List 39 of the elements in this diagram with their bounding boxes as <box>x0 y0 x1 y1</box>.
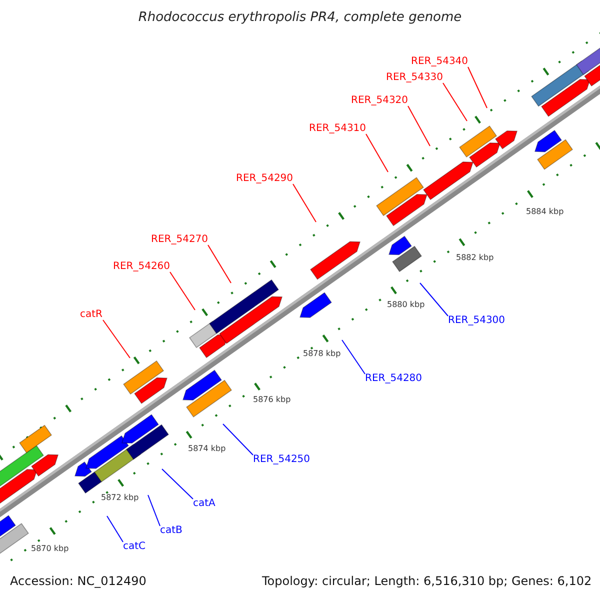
leader-line <box>366 134 388 172</box>
gene-label: RER_54260 <box>113 262 170 272</box>
gene-label: RER_54280 <box>365 374 422 384</box>
scale-label: 5872 kbp <box>101 494 139 502</box>
gene-label: catB <box>160 526 182 536</box>
gene-label: catC <box>123 542 146 552</box>
gene-label: RER_54330 <box>386 73 444 83</box>
leader-line <box>442 82 468 122</box>
footer-text: Topology: circular; Length: 6,516,310 bp; Genes: 6,102 <box>262 575 592 587</box>
scale-label: 5884 kbp <box>526 208 564 216</box>
gene-label: RER_54270 <box>151 235 208 245</box>
gene-label: RER_54320 <box>351 96 408 106</box>
leader-line <box>420 282 448 316</box>
gene-label: catR <box>80 310 102 320</box>
gene-label: RER_54290 <box>236 174 294 184</box>
leader-line <box>208 244 232 284</box>
leader-line <box>408 106 430 146</box>
gene-label: RER_54300 <box>448 316 506 326</box>
scale-label: 5882 kbp <box>456 254 494 262</box>
footer-text: Accession: NC_012490 <box>10 575 146 587</box>
scale-label: 5878 kbp <box>303 350 341 358</box>
scale-label: 5876 kbp <box>253 396 291 404</box>
leader-line <box>468 66 488 108</box>
gene-label: RER_54340 <box>411 57 468 67</box>
leader-line <box>170 272 196 310</box>
leader-line <box>102 320 130 358</box>
leader-line <box>148 494 160 526</box>
gene-label: RER_54310 <box>309 124 366 134</box>
leader-line <box>106 516 124 542</box>
scale-label: 5874 kbp <box>188 445 226 453</box>
scale-label: 5880 kbp <box>387 301 425 309</box>
scale-label: 5870 kbp <box>31 545 69 553</box>
gene-label: RER_54250 <box>253 455 310 465</box>
leader-line <box>292 184 316 222</box>
leader-line <box>342 340 366 374</box>
leader-line <box>222 424 254 456</box>
leader-line <box>162 468 194 500</box>
title: Rhodococcus erythropolis PR4, complete genome <box>137 10 463 25</box>
gene-label: catA <box>193 499 216 509</box>
